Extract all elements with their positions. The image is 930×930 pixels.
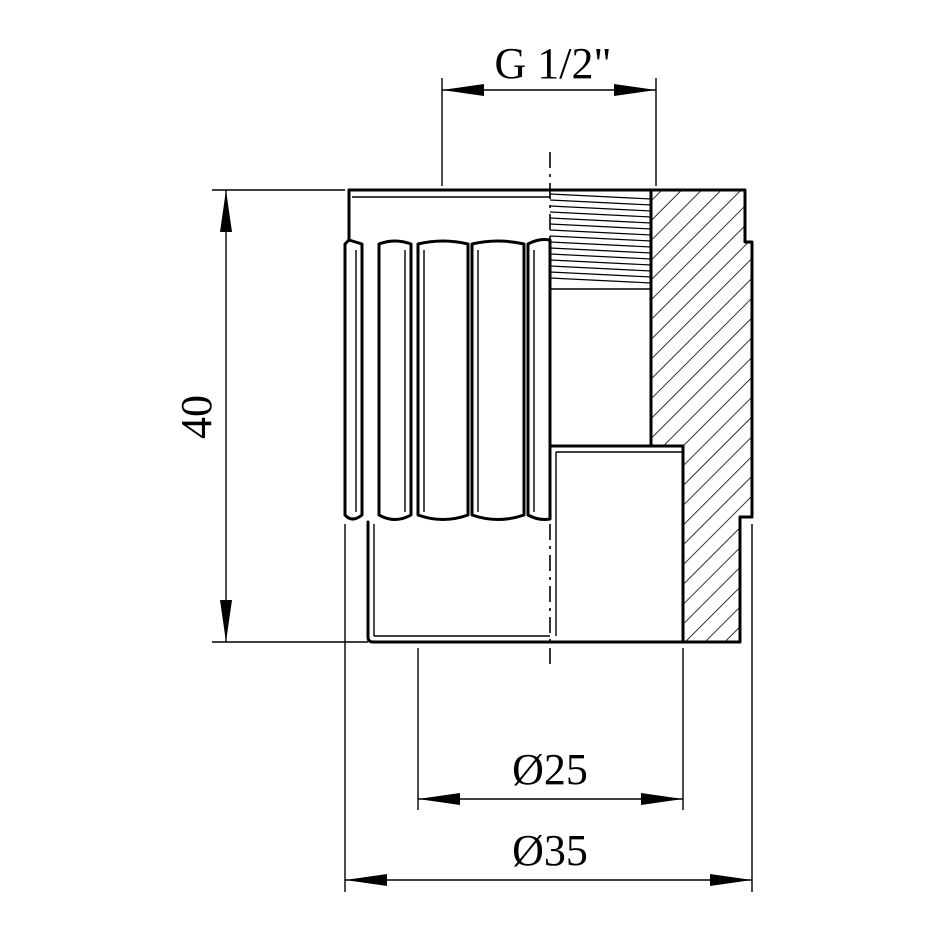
rib-2 — [377, 239, 413, 521]
arrow-top-height — [220, 190, 232, 232]
arrow-right-d25 — [641, 793, 683, 805]
rib-3 — [416, 239, 470, 521]
internal-thread — [549, 193, 652, 284]
section-hatch — [651, 190, 752, 642]
thread-dimension: G 1/2" — [441, 39, 657, 186]
ribbed-band — [343, 238, 552, 521]
section-view — [548, 188, 754, 644]
arrow-left-thread — [442, 84, 484, 96]
arrow-right-d35 — [710, 874, 752, 886]
inner-diameter-label: Ø25 — [512, 745, 588, 794]
height-dimension: 40 — [172, 189, 368, 643]
rib-5 — [526, 238, 552, 521]
top-collar — [347, 188, 552, 242]
inner-diameter-dimension: Ø25 — [417, 648, 684, 810]
thread-label: G 1/2" — [495, 39, 612, 88]
outer-diameter-dimension: Ø35 — [344, 524, 753, 892]
arrow-right-thread — [614, 84, 656, 96]
arrow-left-d25 — [418, 793, 460, 805]
exterior-view — [343, 188, 552, 644]
lower-spigot — [366, 520, 552, 644]
arrow-left-d35 — [345, 874, 387, 886]
rib-1 — [343, 238, 364, 521]
arrow-bottom-height — [220, 600, 232, 642]
rib-4 — [470, 239, 526, 521]
height-label: 40 — [172, 395, 221, 439]
outer-diameter-label: Ø35 — [512, 826, 588, 875]
